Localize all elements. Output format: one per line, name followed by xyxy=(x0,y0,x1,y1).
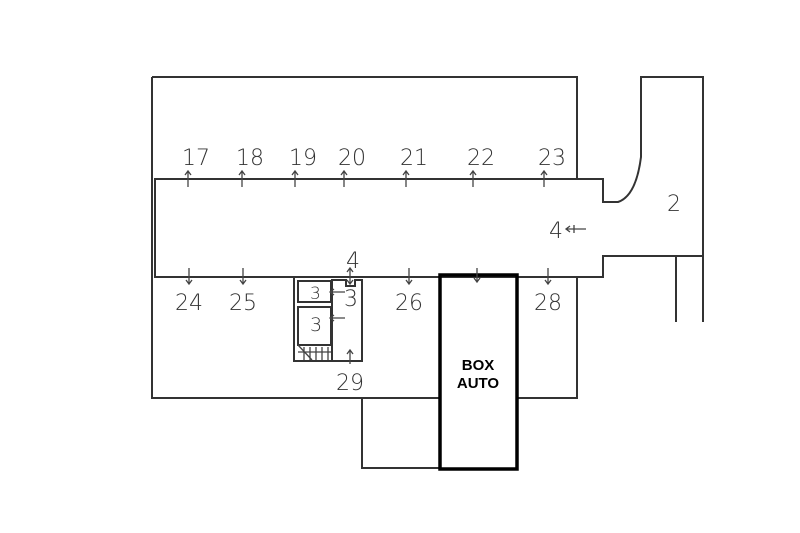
room-label-top: 23 xyxy=(538,146,566,171)
room-label-bottom: 24 xyxy=(175,291,203,316)
room-label-top: 18 xyxy=(236,146,264,171)
arrow-up-icon xyxy=(340,169,348,187)
arrow-up-icon xyxy=(184,169,192,187)
outer-wall xyxy=(151,76,578,469)
arrow-down-icon xyxy=(544,268,552,286)
arrow-marker-icon xyxy=(346,266,354,286)
arrow-marker-icon xyxy=(346,348,354,364)
label-corridor-right: 4 xyxy=(549,219,563,244)
arrow-up-icon xyxy=(291,169,299,187)
arrow-marker-icon xyxy=(328,288,345,296)
arrow-marker-icon xyxy=(473,268,481,284)
box-label-line1: BOX xyxy=(462,357,495,374)
label-stair-top: 4 xyxy=(346,249,360,274)
arrow-markers xyxy=(184,169,586,364)
stair-block xyxy=(293,277,363,362)
label-room-3c: 3 xyxy=(310,314,322,336)
arrow-marker-icon xyxy=(564,225,586,233)
box-auto-area xyxy=(438,273,519,471)
arrow-up-icon xyxy=(540,169,548,187)
arrow-down-icon xyxy=(405,268,413,286)
room-label-top: 17 xyxy=(182,146,210,171)
room-label-bottom: 26 xyxy=(395,291,423,316)
arrow-down-icon xyxy=(185,268,193,286)
arrow-up-icon xyxy=(402,169,410,187)
room-label-top: 21 xyxy=(400,146,428,171)
room-label-bottom: 28 xyxy=(534,291,562,316)
room-label-bottom: 25 xyxy=(229,291,257,316)
label-right-room: 2 xyxy=(667,192,681,217)
room-label-top: 20 xyxy=(338,146,366,171)
label-room-3a: 3 xyxy=(310,284,321,304)
arrow-up-icon xyxy=(238,169,246,187)
label-room-3b: 3 xyxy=(344,287,358,312)
box-label-line2: AUTO xyxy=(457,375,500,392)
corridor xyxy=(154,76,704,278)
room-label-top: 22 xyxy=(467,146,495,171)
label-stair-bottom: 29 xyxy=(336,371,364,396)
arrow-down-icon xyxy=(239,268,247,286)
annex-lines xyxy=(675,256,704,322)
room-label-top: 19 xyxy=(289,146,317,171)
arrow-up-icon xyxy=(469,169,477,187)
arrow-marker-icon xyxy=(328,314,345,322)
stairs-icon xyxy=(297,344,331,361)
